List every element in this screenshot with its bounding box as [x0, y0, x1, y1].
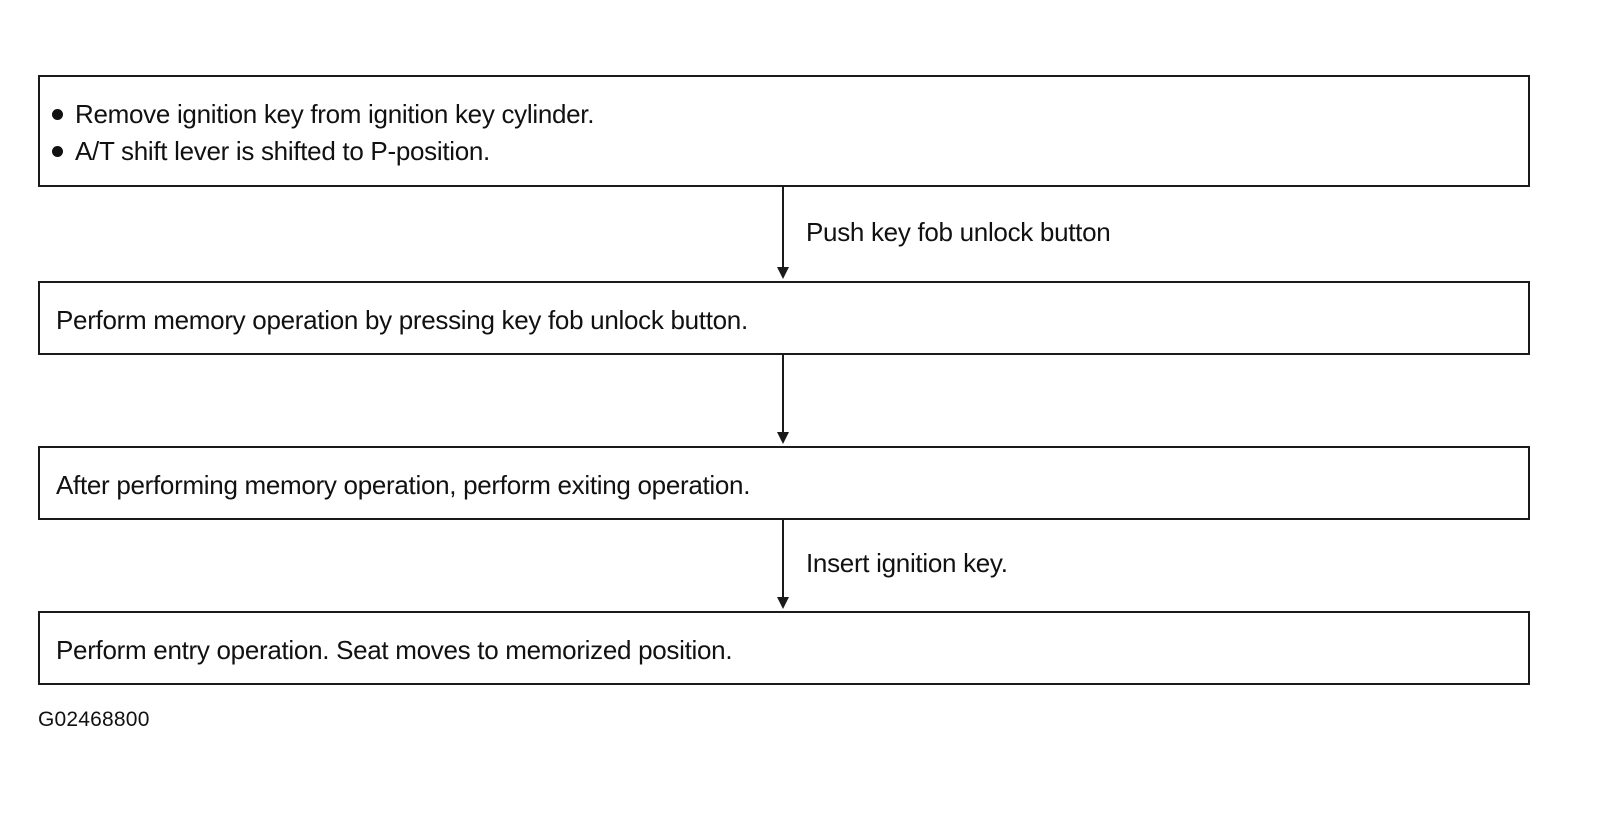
step-text: After performing memory operation, perfo… [56, 470, 751, 500]
step-box-memory-operation: Perform memory operation by pressing key… [38, 281, 1530, 355]
flow-arrow-1 [777, 187, 789, 279]
arrow-label-insert-key: Insert ignition key. [806, 548, 1008, 578]
flow-arrow-3 [777, 520, 789, 609]
step-text: Perform memory operation by pressing key… [56, 305, 748, 335]
flow-arrow-2 [777, 355, 789, 444]
condition-text: Remove ignition key from ignition key cy… [75, 99, 595, 129]
step-box-initial-conditions: Remove ignition key from ignition key cy… [38, 75, 1530, 187]
arrow-label-push-unlock: Push key fob unlock button [806, 217, 1111, 247]
bullet-icon [52, 109, 63, 120]
figure-id: G02468800 [38, 708, 150, 731]
step-box-exiting-operation: After performing memory operation, perfo… [38, 446, 1530, 520]
bullet-icon [52, 146, 63, 157]
condition-item: Remove ignition key from ignition key cy… [52, 99, 594, 130]
step-text: Perform entry operation. Seat moves to m… [56, 635, 733, 665]
condition-text: A/T shift lever is shifted to P-position… [75, 136, 490, 166]
condition-item: A/T shift lever is shifted to P-position… [52, 136, 490, 167]
step-box-entry-operation: Perform entry operation. Seat moves to m… [38, 611, 1530, 685]
